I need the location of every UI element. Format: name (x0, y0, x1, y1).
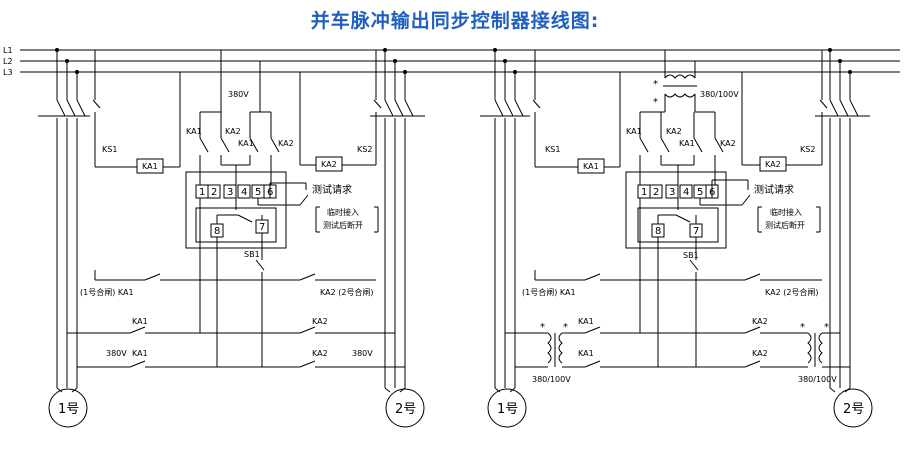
bus-bars: L1 L2 L3 (3, 46, 900, 77)
motor-1-right (487, 388, 527, 428)
svg-text:KA1: KA1 (578, 317, 594, 326)
temp-line2-left: 测试后断开 (323, 220, 363, 230)
svg-text:KA1: KA1 (679, 139, 695, 148)
sb1-label-right: SB1 (683, 251, 699, 260)
svg-text:*: * (563, 322, 568, 333)
svg-text:KA2: KA2 (720, 139, 736, 148)
motor-1-label-right: 1号 (497, 402, 518, 417)
temp-line2-right: 测试后断开 (765, 220, 805, 230)
coil-ka2-right (759, 156, 787, 172)
volt-r-left: 380V (352, 349, 373, 358)
motor-2-left (385, 388, 425, 428)
tx-top-label-right: 380/100V (700, 90, 739, 99)
temp-line1-left: 临时接入 (327, 207, 359, 217)
ks1-label-right: KS1 (545, 145, 560, 154)
svg-text:KA2: KA2 (752, 317, 768, 326)
motor-2-label-right: 2号 (843, 402, 864, 417)
svg-text:KA2: KA2 (321, 160, 337, 169)
transformer-top-right: * * 380/100V (653, 50, 739, 112)
svg-text:KA1: KA1 (578, 349, 594, 358)
svg-text:KA2: KA2 (312, 349, 328, 358)
svg-text:2: 2 (211, 187, 217, 198)
close-2-label-right: KA2 (2号合闸) (765, 287, 819, 297)
svg-text:KA1: KA1 (142, 162, 158, 171)
svg-text:1: 1 (199, 187, 205, 198)
coil-ka1-left (136, 158, 164, 174)
svg-text:KA2: KA2 (225, 127, 241, 136)
terminal-8-left: 8 (214, 226, 220, 237)
svg-text:KA1: KA1 (583, 162, 599, 171)
motor-1-left (48, 388, 88, 428)
terminal-8-right: 8 (655, 226, 661, 237)
sb1-label-left: SB1 (244, 250, 260, 259)
diagram-title: 并车脉冲输出同步控制器接线图: (310, 10, 600, 32)
transformer-left-right: * * 380/100V (505, 322, 571, 384)
svg-text:5: 5 (697, 187, 703, 198)
close-1-label-right: (1号合闸) KA1 (522, 287, 576, 297)
svg-text:*: * (653, 79, 658, 90)
left-diagram: 1号 2号 KS1 KA1 KS2 KA2 380V KA1 KA2 KA1 (38, 50, 425, 428)
svg-text:KA2: KA2 (312, 317, 328, 326)
svg-text:*: * (540, 322, 545, 333)
svg-text:KA2: KA2 (752, 349, 768, 358)
volt-top-left: 380V (228, 90, 249, 99)
svg-text:1: 1 (641, 187, 647, 198)
terminal-7-left: 7 (259, 222, 265, 233)
svg-text:4: 4 (241, 187, 247, 198)
svg-text:*: * (800, 322, 805, 333)
svg-text:KA1: KA1 (186, 127, 202, 136)
motor-2-label-left: 2号 (395, 402, 416, 417)
volt-l-left: 380V (106, 349, 127, 358)
svg-text:KA1: KA1 (132, 317, 148, 326)
right-diagram: 1号 2号 KS1 KA1 KS2 KA2 * * 380/100V (480, 50, 873, 428)
motor-2-right (833, 388, 873, 428)
svg-text:*: * (824, 322, 829, 333)
svg-text:KA2: KA2 (765, 160, 781, 169)
svg-text:*: * (653, 97, 658, 108)
coil-ka2-left (315, 156, 343, 172)
bus-label-l1: L1 (3, 46, 13, 55)
controller-box-left (185, 171, 287, 249)
temp-line1-right: 临时接入 (770, 207, 802, 217)
svg-text:KA1: KA1 (132, 349, 148, 358)
close-2-label-left: KA2 (2号合闸) (320, 287, 374, 297)
svg-text:KA2: KA2 (278, 139, 294, 148)
terminal-block-right: 1 2 3 4 5 6 (637, 184, 719, 199)
test-request-left: 测试请求 (312, 183, 352, 196)
ks2-label-right: KS2 (800, 145, 815, 154)
svg-text:4: 4 (683, 187, 689, 198)
svg-text:2: 2 (653, 187, 659, 198)
svg-text:KA1: KA1 (238, 139, 254, 148)
coil-ka1-right (577, 158, 605, 174)
ks1-label-left: KS1 (102, 145, 117, 154)
ks2-label-left: KS2 (357, 145, 372, 154)
svg-text:5: 5 (255, 187, 261, 198)
bus-label-l2: L2 (3, 57, 13, 66)
svg-text:KA2: KA2 (666, 127, 682, 136)
close-1-label-left: (1号合闸) KA1 (80, 287, 134, 297)
test-request-right: 测试请求 (754, 183, 794, 196)
transformer-right-right: * * 380/100V (798, 322, 850, 384)
svg-text:KA1: KA1 (626, 127, 642, 136)
controller-box-right (625, 171, 727, 249)
motor-1-label-left: 1号 (58, 402, 79, 417)
tx-r-label-right: 380/100V (798, 375, 837, 384)
terminal-block-left: 1 2 3 4 5 6 (195, 184, 277, 199)
svg-text:3: 3 (227, 187, 233, 198)
terminal-7-right: 7 (693, 226, 699, 237)
svg-text:3: 3 (669, 187, 675, 198)
tx-l-label-right: 380/100V (532, 375, 571, 384)
bus-label-l3: L3 (3, 68, 13, 77)
